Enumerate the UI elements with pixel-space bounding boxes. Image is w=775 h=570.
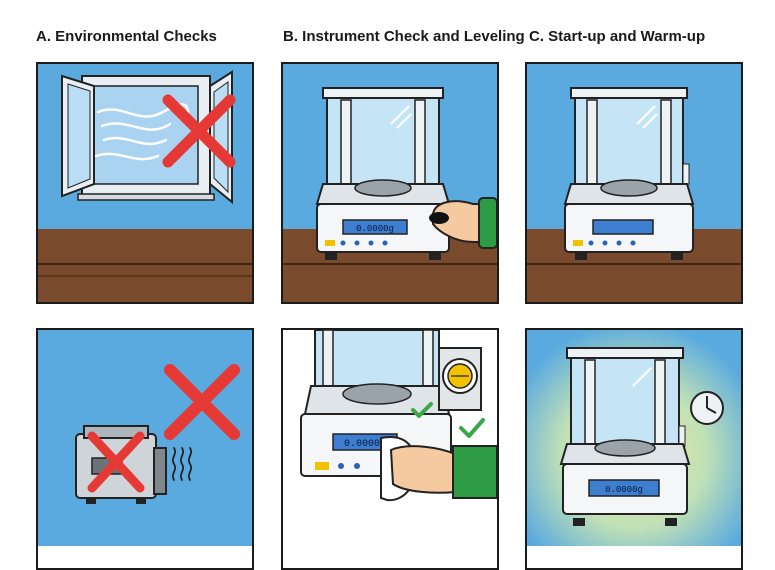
wind-icon <box>94 103 190 161</box>
cross-icon <box>87 431 145 493</box>
heading-instrument-check: B. Instrument Check and Leveling <box>283 28 525 45</box>
balance-display-reading: 0.0000g <box>356 224 394 234</box>
panel-balance-startup <box>525 62 743 304</box>
balance-display-reading: 0.0000g <box>344 439 386 450</box>
window-icon <box>61 70 233 205</box>
cross-icon <box>164 364 240 440</box>
cross-icon <box>162 94 236 168</box>
panel-heat-source <box>36 328 254 570</box>
balance-display-reading: 0.0000g <box>605 485 643 495</box>
panel-balance-leveling: 0.0000g <box>281 62 499 304</box>
panel-open-window <box>36 62 254 304</box>
analytical-balance-icon <box>563 87 695 260</box>
clock-icon <box>690 391 724 425</box>
check-icon <box>411 402 485 438</box>
hand-with-cloth-icon <box>380 436 497 502</box>
hand-icon <box>429 197 497 249</box>
heading-startup-warmup: C. Start-up and Warm-up <box>529 28 706 45</box>
panel-balance-cleaning: 0.0000g <box>281 328 499 570</box>
panel-warmup: 0.0000g <box>525 328 743 570</box>
level-bubble-icon <box>438 347 482 411</box>
heading-environmental-checks: A. Environmental Checks <box>36 28 217 45</box>
analytical-balance-icon: 0.0000g <box>559 347 691 526</box>
heat-waves-icon <box>171 447 193 481</box>
analytical-balance-icon: 0.0000g <box>315 87 451 260</box>
